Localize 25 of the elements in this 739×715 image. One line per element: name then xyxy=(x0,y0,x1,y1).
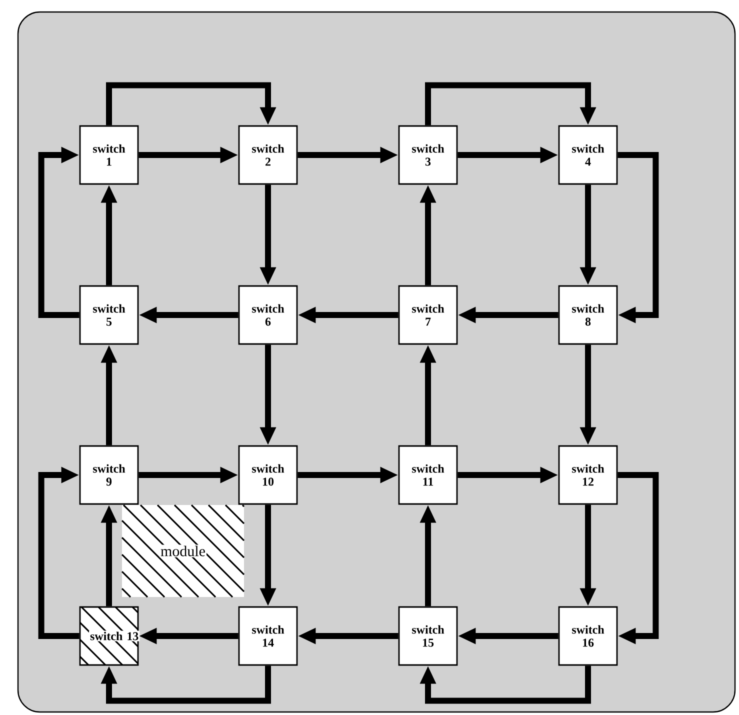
switch-box: switch 3 xyxy=(398,125,458,185)
switch-box: switch 12 xyxy=(558,445,618,505)
switch-box: switch 15 xyxy=(398,606,458,666)
hatched-module-area: module xyxy=(121,504,245,598)
switch-box: switch 9 xyxy=(79,445,139,505)
arrow xyxy=(100,666,271,704)
switch-box: switch 10 xyxy=(238,445,298,505)
switch-box: switch 4 xyxy=(558,125,618,185)
arrow xyxy=(38,146,80,318)
switch-box: switch 11 xyxy=(398,445,458,505)
switch-box: switch 14 xyxy=(238,606,298,666)
hatched-switch-box: switch 13 xyxy=(79,606,140,666)
switch-box: switch 8 xyxy=(558,285,618,345)
arrow xyxy=(618,472,659,644)
arrow xyxy=(420,666,591,704)
arrow xyxy=(618,152,659,324)
switch-box: switch 16 xyxy=(558,606,618,666)
switch-box: switch 6 xyxy=(238,285,298,345)
switch-box: switch 2 xyxy=(238,125,298,185)
switch-box: switch 1 xyxy=(79,125,139,185)
arrow xyxy=(425,82,596,126)
switch-box: switch 5 xyxy=(79,285,139,345)
arrow xyxy=(38,466,80,639)
arrow xyxy=(106,82,276,126)
switch-box: switch 7 xyxy=(398,285,458,345)
